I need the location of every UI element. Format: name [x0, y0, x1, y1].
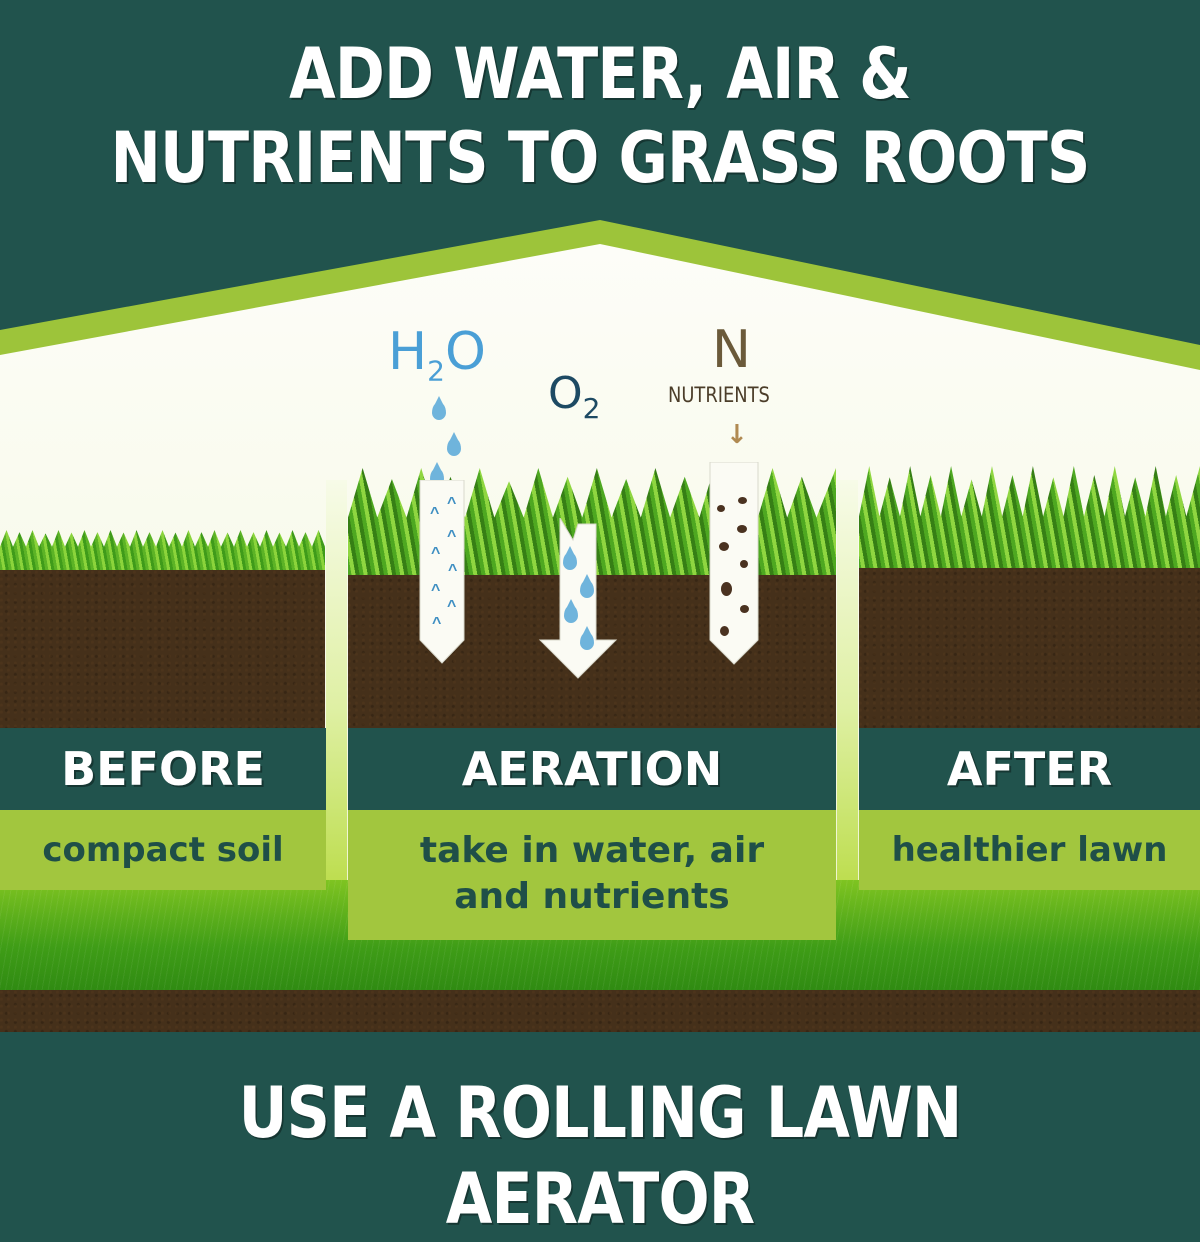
nutrient-particle-icon — [738, 497, 747, 504]
headline-line-1: ADD WATER, AIR & — [289, 33, 911, 115]
call-to-action: USE A ROLLING LAWN AERATOR — [238, 1072, 963, 1240]
water-drop-icon — [564, 599, 578, 623]
panel-caption-aeration: take in water, air and nutrients — [348, 810, 836, 940]
nutrient-particle-icon — [717, 505, 725, 512]
water-formula: H2O — [388, 322, 486, 388]
water-drop-icon — [580, 574, 594, 598]
nutrient-channel — [709, 462, 759, 665]
panel-heading-after: AFTER — [859, 728, 1200, 810]
nutrient-particle-icon — [740, 560, 748, 568]
nutrient-particle-icon — [721, 582, 732, 596]
panel-heading-aeration: AERATION — [348, 728, 836, 810]
nutrients-caption: NUTRIENTS — [668, 383, 770, 407]
water-particle-icon: ^ — [431, 582, 441, 599]
water-particle-icon: ^ — [448, 562, 458, 579]
caption-line-1: take in water, air — [419, 830, 765, 871]
panel-caption-before: compact soil — [0, 810, 326, 890]
nutrient-arrow-icon: ↓ — [726, 420, 748, 450]
headline-line-2: NUTRIENTS TO GRASS ROOTS — [110, 117, 1090, 199]
water-particle-icon: ^ — [432, 615, 442, 632]
nutrient-particle-icon — [719, 542, 729, 551]
water-channel — [419, 480, 465, 664]
water-drop-icon — [563, 546, 577, 570]
panel-caption-after: healthier lawn — [859, 810, 1200, 890]
nutrient-particle-icon — [737, 525, 747, 533]
air-arrow-icon — [538, 518, 618, 679]
water-particle-icon: ^ — [447, 495, 457, 512]
water-particle-icon: ^ — [430, 505, 440, 522]
water-particle-icon: ^ — [431, 545, 441, 562]
oxygen-formula: O2 — [548, 368, 601, 425]
before-soil — [0, 570, 325, 730]
nutrient-particle-icon — [740, 605, 749, 613]
water-particle-icon: ^ — [447, 528, 457, 545]
water-drop-icon — [580, 626, 594, 650]
water-drop-icon — [432, 396, 446, 420]
nitrogen-symbol: N — [712, 320, 751, 380]
footer-band — [0, 1032, 1200, 1200]
bottom-soil — [0, 990, 1200, 1032]
panel-heading-before: BEFORE — [0, 728, 326, 810]
caption-line-2: and nutrients — [454, 876, 730, 917]
water-particle-icon: ^ — [447, 598, 457, 615]
nutrient-particle-icon — [720, 626, 729, 636]
water-drop-icon — [447, 432, 461, 456]
after-soil — [859, 568, 1200, 730]
